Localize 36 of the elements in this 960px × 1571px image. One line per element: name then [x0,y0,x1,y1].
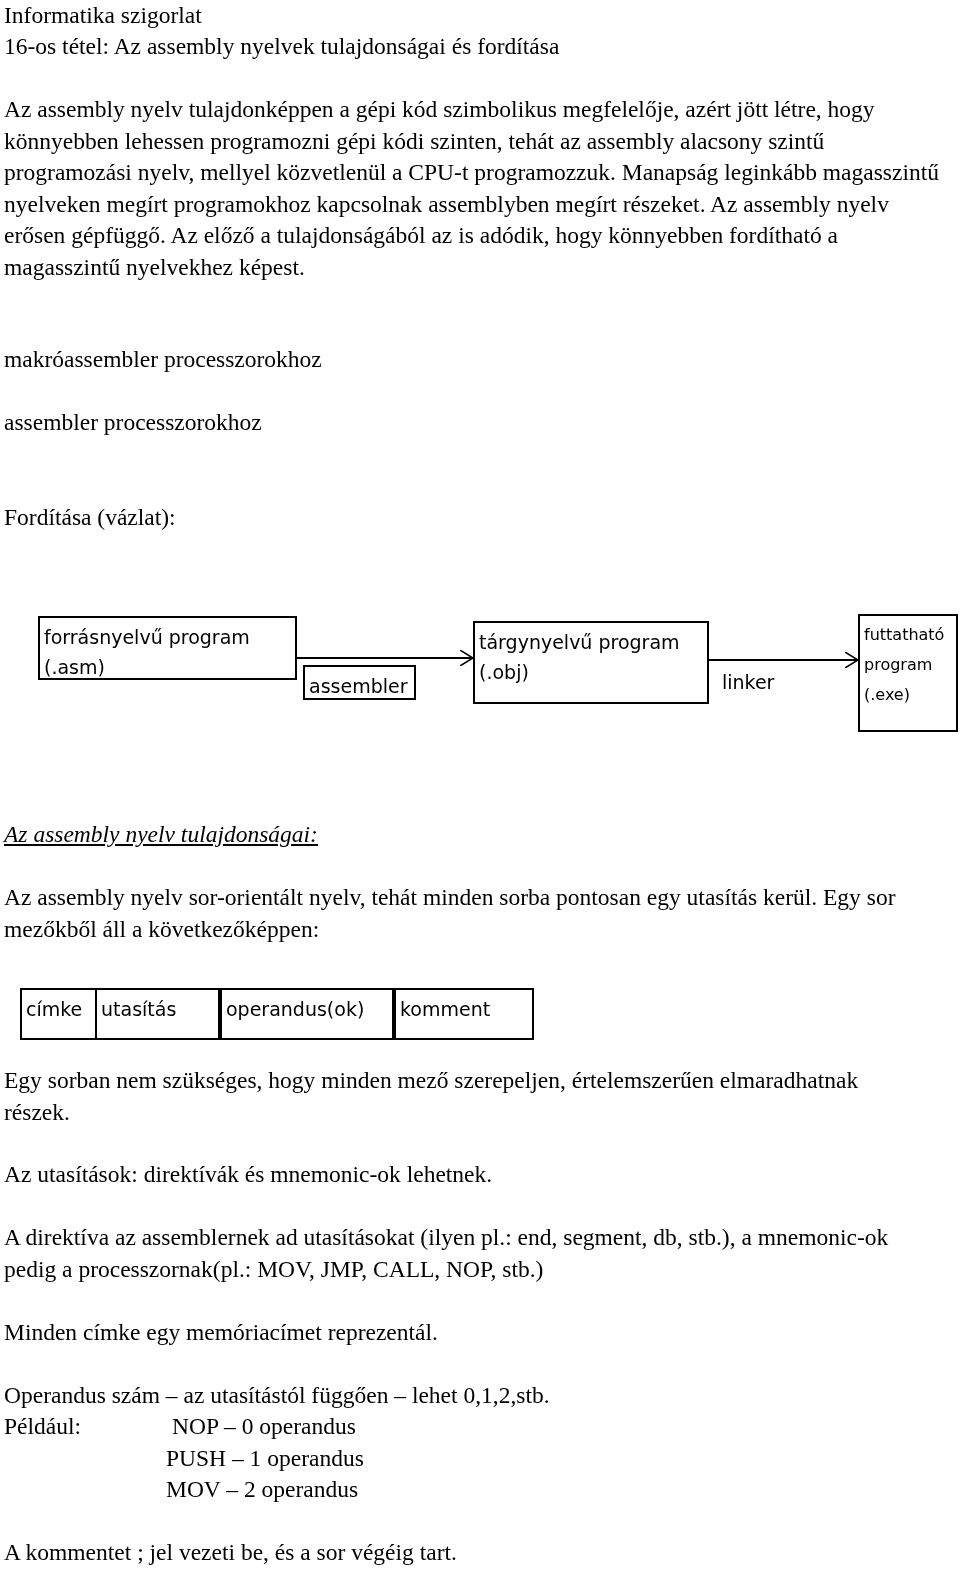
text-paragraph: makróassembler processzorokhoz [4,345,323,374]
text-paragraph: Például: [4,1412,83,1441]
text-paragraph: Operandus szám – az utasítástól függően – lehet 0,1,2,stb. [4,1381,551,1410]
node-text: assembler [309,674,409,699]
text-paragraph: 16-os tétel: Az assembly nyelvek tulajdonságai és fordítása [4,32,561,61]
text-paragraph: NOP – 0 operandus [172,1412,357,1441]
arrow [708,651,859,669]
field-cell [394,988,534,1040]
text-paragraph: assembler processzorokhoz [4,408,263,437]
node-text: operandus(ok) [226,997,366,1022]
field-cell [95,988,220,1040]
node-text: címke [26,997,84,1022]
text-paragraph: A direktíva az assemblernek ad utasításokat (ilyen pl.: end, segment, db, stb.), a mnemonic-ok pedig a processzornak(pl.: MOV, JMP, CALL, NOP, stb.) [4,1223,890,1284]
field-cell [20,988,97,1040]
arrow [296,649,474,667]
section-heading: Az assembly nyelv tulajdonságai: [4,820,319,849]
field-cell [220,988,394,1040]
node-text: utasítás [101,997,178,1022]
text-paragraph: Az assembly nyelv sor-orientált nyelv, tehát minden sorba pontosan egy utasítás kerül. Egy sor mezőkből áll a következőképpen: [4,883,897,944]
process-box [303,665,416,700]
text-paragraph: Az utasítások: direktívák és mnemonic-ok lehetnek. [4,1160,494,1189]
text-paragraph: MOV – 2 operandus [166,1475,360,1504]
process-box [858,614,958,732]
text-paragraph: Informatika szigorlat [4,1,203,30]
text-paragraph: Minden címke egy memóriacímet reprezentál. [4,1318,439,1347]
node-text: tárgynyelvű program (.obj) [479,630,681,685]
text-paragraph: Az assembly nyelv tulajdonképpen a gépi kód szimbolikus megfelelője, azért jött létre, hogy könnyebben lehessen programozni gépi kódi szinten, tehát az assembly alacsony szintű programozási nyelv, mellyel közvetlenül a CPU-t programozzuk. Manapság leginkább magasszintű nyelveken megírt programokhoz kapcsolnak assemblyben megírt részeket. Az assembly nyelv erősen gépfüggő. Az előző a tulajdonságából az is adódik, hogy könnyebben fordítható a magasszintű nyelvekhez képest. [4,95,940,282]
node-text: futtatható program (.exe) [864,624,946,706]
node-text: komment [400,997,492,1022]
node-text: forrásnyelvű program (.asm) [44,625,251,680]
text-paragraph: PUSH – 1 operandus [166,1444,365,1473]
text-paragraph: Egy sorban nem szükséges, hogy minden mező szerepeljen, értelemszerűen elmaradhatnak részek. [4,1066,860,1127]
text-paragraph: A kommentet ; jel vezeti be, és a sor végéig tart. [4,1538,458,1567]
process-box [38,616,297,680]
text-paragraph: Fordítása (vázlat): [4,503,177,532]
process-box [473,621,709,704]
